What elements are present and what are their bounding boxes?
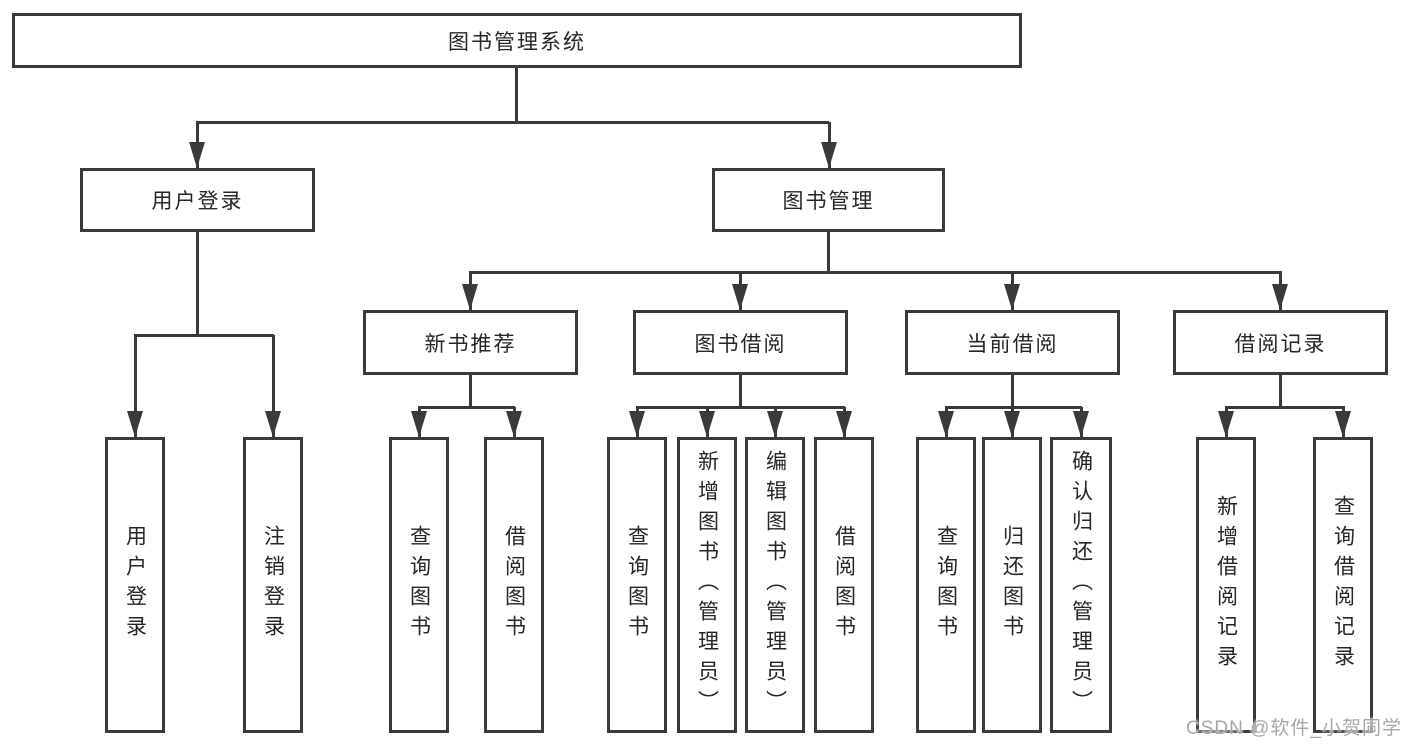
connector-line xyxy=(739,375,742,407)
node-label: 借阅图书 xyxy=(502,525,526,645)
arrow-down-icon xyxy=(1073,411,1089,437)
node-label: 图书借阅 xyxy=(694,332,787,356)
arrow-down-icon xyxy=(821,142,837,168)
node-label: 用户登录 xyxy=(151,190,244,213)
arrow-down-icon xyxy=(1335,411,1351,437)
leaf-edit-book-admin: 编辑图书（管理员） xyxy=(745,437,805,733)
connector-line xyxy=(1279,375,1282,407)
arrow-down-icon xyxy=(265,411,281,437)
connector-line xyxy=(196,121,829,124)
node-label: 归还图书 xyxy=(1000,525,1024,645)
node-label: 新书推荐 xyxy=(424,332,517,356)
leaf-query-book-recommend: 查询图书 xyxy=(389,437,449,733)
node-label: 借阅图书 xyxy=(832,525,856,645)
arrow-down-icon xyxy=(127,411,143,437)
connector-line xyxy=(636,406,845,409)
connector-line xyxy=(827,232,830,272)
arrow-down-icon xyxy=(767,411,783,437)
connector-line xyxy=(196,232,199,335)
leaf-borrow-book-recommend: 借阅图书 xyxy=(484,437,544,733)
node-label: 查询图书 xyxy=(934,525,958,645)
leaf-user-login: 用户登录 xyxy=(105,437,165,733)
leaf-query-book-current: 查询图书 xyxy=(916,437,976,733)
node-label: 编辑图书（管理员） xyxy=(763,450,787,720)
arrow-down-icon xyxy=(462,284,478,310)
arrow-down-icon xyxy=(836,411,852,437)
node-label: 新增图书（管理员） xyxy=(695,450,719,720)
connector-line xyxy=(469,375,472,407)
leaf-add-book-admin: 新增图书（管理员） xyxy=(677,437,737,733)
arrow-down-icon xyxy=(1272,284,1288,310)
watermark-text: CSDN @软件_小贺同学 xyxy=(1186,718,1402,739)
connector-line xyxy=(418,406,515,409)
arrow-down-icon xyxy=(629,411,645,437)
node-label: 借阅记录 xyxy=(1234,332,1327,356)
arrow-down-icon xyxy=(699,411,715,437)
node-label: 查询图书 xyxy=(625,525,649,645)
leaf-borrow-book: 借阅图书 xyxy=(814,437,874,733)
leaf-return-book: 归还图书 xyxy=(982,437,1042,733)
node-label: 当前借阅 xyxy=(966,332,1059,356)
arrow-down-icon xyxy=(938,411,954,437)
node-book-borrow: 图书借阅 xyxy=(633,310,848,375)
arrow-down-icon xyxy=(732,284,748,310)
node-label: 查询借阅记录 xyxy=(1331,495,1355,675)
leaf-query-book-borrow: 查询图书 xyxy=(607,437,667,733)
leaf-confirm-return-admin: 确认归还（管理员） xyxy=(1050,437,1112,733)
connector-line xyxy=(469,271,1282,274)
leaf-query-borrow-record: 查询借阅记录 xyxy=(1313,437,1373,733)
node-label: 注销登录 xyxy=(261,525,285,645)
node-label: 查询图书 xyxy=(407,525,431,645)
leaf-logout: 注销登录 xyxy=(243,437,303,733)
arrow-down-icon xyxy=(1004,411,1020,437)
node-user-login: 用户登录 xyxy=(80,168,315,232)
arrow-down-icon xyxy=(1004,284,1020,310)
node-label: 图书管理系统 xyxy=(448,30,586,54)
connector-line xyxy=(1225,406,1345,409)
arrow-down-icon xyxy=(189,142,205,168)
node-book-management: 图书管理 xyxy=(712,168,945,232)
connector-line xyxy=(515,68,518,122)
connector-line xyxy=(134,334,274,337)
node-label: 用户登录 xyxy=(123,525,147,645)
node-label: 图书管理 xyxy=(782,190,875,213)
connector-line xyxy=(272,335,275,437)
node-system-root: 图书管理系统 xyxy=(12,13,1022,68)
node-borrow-record: 借阅记录 xyxy=(1173,310,1388,375)
node-label: 确认归还（管理员） xyxy=(1069,450,1093,720)
connector-line xyxy=(134,335,137,437)
connector-line xyxy=(1011,375,1014,407)
arrow-down-icon xyxy=(411,411,427,437)
node-new-book-recommend: 新书推荐 xyxy=(363,310,578,375)
node-current-borrow: 当前借阅 xyxy=(905,310,1120,375)
arrow-down-icon xyxy=(1218,411,1234,437)
leaf-add-borrow-record: 新增借阅记录 xyxy=(1196,437,1256,733)
arrow-down-icon xyxy=(506,411,522,437)
node-label: 新增借阅记录 xyxy=(1214,495,1238,675)
